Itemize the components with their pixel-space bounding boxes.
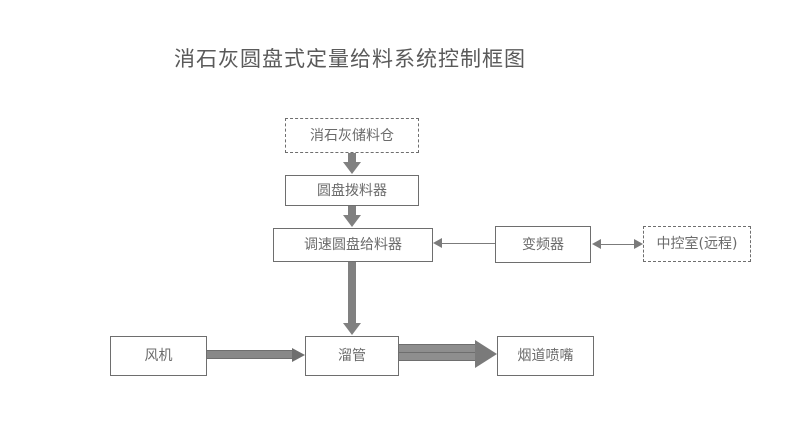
node-flue-nozzle[interactable]: 烟道喷嘴 (497, 336, 594, 376)
node-label: 风机 (144, 348, 173, 364)
edge-feeder-to-chute (348, 262, 356, 324)
node-label: 圆盘拨料器 (317, 182, 387, 199)
edge-inverter-control-room-line (600, 244, 636, 245)
node-control-room[interactable]: 中控室(远程) (643, 226, 751, 262)
node-chute-pipe[interactable]: 溜管 (305, 336, 399, 376)
node-blower[interactable]: 风机 (110, 336, 207, 376)
edge-inverter-control-room-arrowhead-left (592, 239, 601, 249)
edge-inverter-to-feeder-arrowhead (433, 238, 442, 248)
page-title: 消石灰圆盘式定量给料系统控制框图 (174, 47, 526, 71)
edge-inverter-control-room-arrowhead-right (634, 239, 643, 249)
edge-blower-to-chute (207, 348, 305, 362)
node-label: 烟道喷嘴 (517, 348, 574, 364)
edge-dispenser-to-feeder (348, 206, 356, 216)
node-label: 消石灰储料仓 (310, 127, 394, 144)
edge-chute-to-nozzle (399, 340, 497, 368)
node-inverter[interactable]: 变频器 (495, 226, 591, 263)
edge-silo-to-dispenser (348, 153, 356, 163)
node-disc-dispenser[interactable]: 圆盘拨料器 (285, 175, 419, 206)
node-label: 中控室(远程) (656, 236, 738, 252)
node-label: 变频器 (522, 236, 564, 253)
edge-inverter-to-feeder-line (441, 243, 495, 244)
node-label: 调速圆盘给料器 (304, 237, 402, 253)
node-label: 溜管 (338, 348, 366, 364)
node-storage-silo[interactable]: 消石灰储料仓 (285, 118, 419, 153)
node-speed-disc-feeder[interactable]: 调速圆盘给料器 (273, 228, 433, 262)
